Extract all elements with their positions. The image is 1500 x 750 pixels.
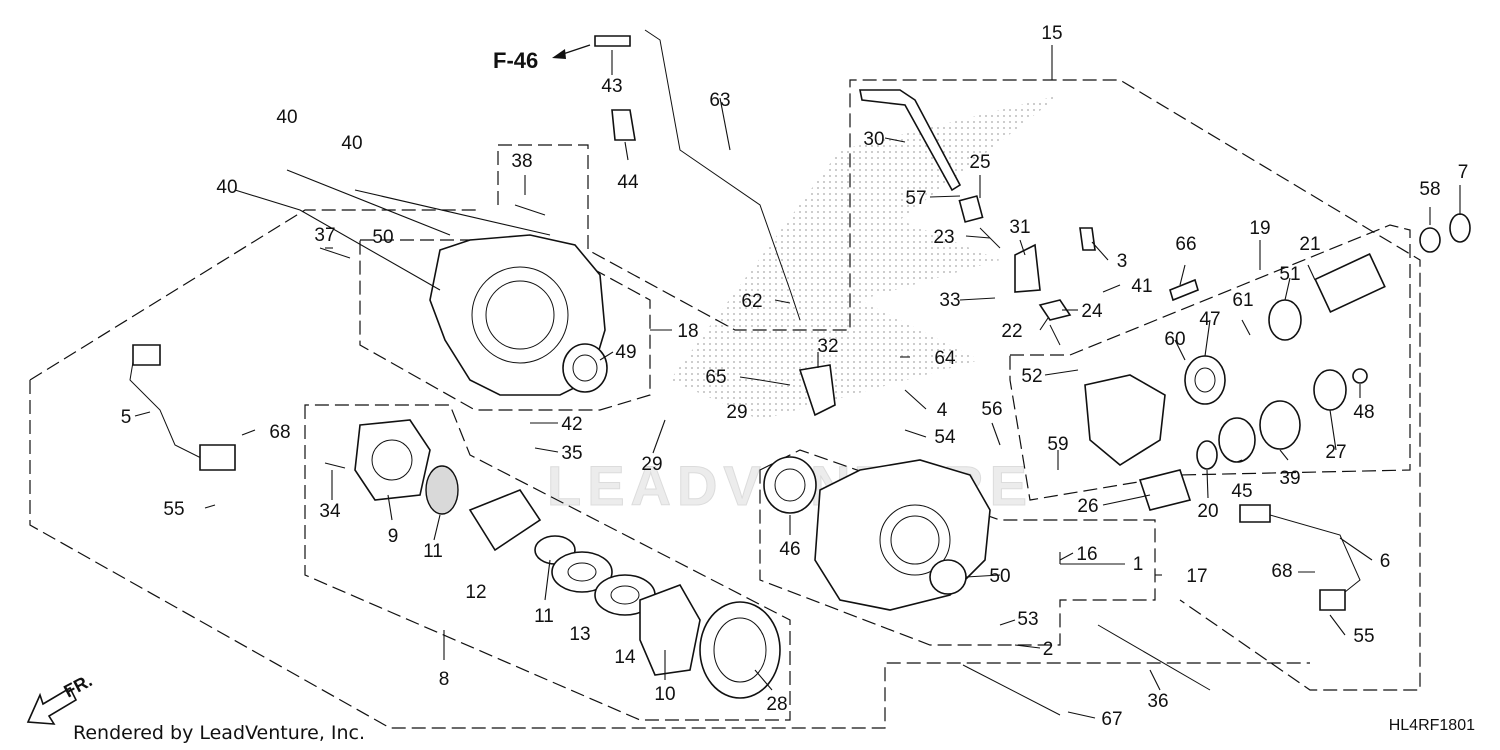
callout-30: 30 <box>863 129 884 150</box>
front-case-cover <box>429 234 608 396</box>
callout-7: 7 <box>1458 162 1469 183</box>
callout-15: 15 <box>1041 23 1062 44</box>
callout-16: 16 <box>1076 544 1097 565</box>
output-shaft-assembly <box>1084 213 1471 511</box>
callout-12: 12 <box>465 582 486 603</box>
callout-11b: 11 <box>534 606 554 627</box>
callout-4: 4 <box>937 400 948 421</box>
callout-5: 5 <box>121 407 132 428</box>
callout-9: 9 <box>388 526 399 547</box>
reference-label: F-46 <box>493 48 538 73</box>
credit-text: Rendered by LeadVenture, Inc. <box>73 722 365 744</box>
callout-3: 3 <box>1117 251 1128 272</box>
differential-assembly <box>354 419 781 699</box>
callout-23: 23 <box>933 227 954 248</box>
callout-26: 26 <box>1077 496 1098 517</box>
callout-60: 60 <box>1164 329 1185 350</box>
callout-27: 27 <box>1325 442 1346 463</box>
callout-40a: 40 <box>216 177 237 198</box>
callout-31: 31 <box>1009 217 1030 238</box>
callout-44: 44 <box>617 172 639 193</box>
callout-55a: 55 <box>163 499 184 520</box>
callout-19: 19 <box>1249 218 1270 239</box>
callout-29: 29 <box>641 454 662 475</box>
callout-28: 28 <box>766 694 787 715</box>
callout-49: 49 <box>615 342 636 363</box>
front-gear-case <box>763 456 991 611</box>
wires-and-sensors <box>129 29 1361 611</box>
callout-59: 59 <box>1047 434 1068 455</box>
callout-22: 22 <box>1001 321 1022 342</box>
front-direction-indicator: FR. <box>26 670 95 725</box>
callout-66: 66 <box>1175 234 1196 255</box>
callout-68b: 68 <box>1271 561 1292 582</box>
leader-lines <box>134 45 1461 719</box>
callout-48: 48 <box>1353 402 1374 423</box>
callout-56: 56 <box>981 399 1002 420</box>
callout-2: 2 <box>1043 639 1054 660</box>
callout-50a: 50 <box>372 227 393 248</box>
diagram-code: HL4RF1801 <box>1389 717 1475 734</box>
callout-42: 42 <box>561 414 582 435</box>
callout-34: 34 <box>319 501 341 522</box>
callout-53: 53 <box>1017 609 1038 630</box>
callout-62: 62 <box>741 291 762 312</box>
callout-29b: 29 <box>726 402 747 423</box>
callout-57: 57 <box>905 188 926 209</box>
bolts <box>319 204 1211 716</box>
callout-38: 38 <box>511 151 532 172</box>
callout-41: 41 <box>1131 276 1152 297</box>
callout-52: 52 <box>1021 366 1042 387</box>
callout-65: 65 <box>705 367 726 388</box>
callout-17: 17 <box>1186 566 1207 587</box>
callout-24: 24 <box>1081 301 1103 322</box>
callout-47: 47 <box>1199 309 1220 330</box>
callout-63: 63 <box>709 90 730 111</box>
callout-43: 43 <box>601 76 622 97</box>
callout-25: 25 <box>969 152 990 173</box>
front-arrow-icon <box>26 686 78 725</box>
callout-11: 11 <box>423 541 443 562</box>
shift-linkage <box>859 89 1199 346</box>
callout-40c: 40 <box>341 133 362 154</box>
callout-1: 1 <box>1133 554 1144 575</box>
callout-21: 21 <box>1299 234 1320 255</box>
callout-36: 36 <box>1147 691 1168 712</box>
callout-35: 35 <box>561 443 582 464</box>
callout-37: 37 <box>314 225 335 246</box>
callout-14: 14 <box>614 647 636 668</box>
callout-20: 20 <box>1197 501 1218 522</box>
callout-8: 8 <box>439 669 450 690</box>
callout-32: 32 <box>817 336 838 357</box>
callout-6: 6 <box>1380 551 1391 572</box>
callout-55b: 55 <box>1353 626 1374 647</box>
callout-40b: 40 <box>276 107 297 128</box>
callout-58: 58 <box>1419 179 1440 200</box>
callout-50b: 50 <box>989 566 1010 587</box>
callout-67: 67 <box>1101 709 1122 730</box>
callout-39: 39 <box>1279 468 1300 489</box>
callout-45: 45 <box>1231 481 1252 502</box>
callout-18: 18 <box>677 321 698 342</box>
callout-33: 33 <box>939 290 960 311</box>
callout-51: 51 <box>1279 264 1300 285</box>
callout-13: 13 <box>569 624 590 645</box>
callout-46: 46 <box>779 539 800 560</box>
reference-f46: F-46 <box>493 44 591 73</box>
callout-54: 54 <box>934 427 956 448</box>
callout-10: 10 <box>654 684 675 705</box>
callout-68a: 68 <box>269 422 290 443</box>
callouts: 1 2 3 4 5 6 7 8 9 10 11 11 12 13 14 15 1… <box>121 23 1469 730</box>
callout-64: 64 <box>934 348 956 369</box>
callout-61: 61 <box>1232 290 1253 311</box>
